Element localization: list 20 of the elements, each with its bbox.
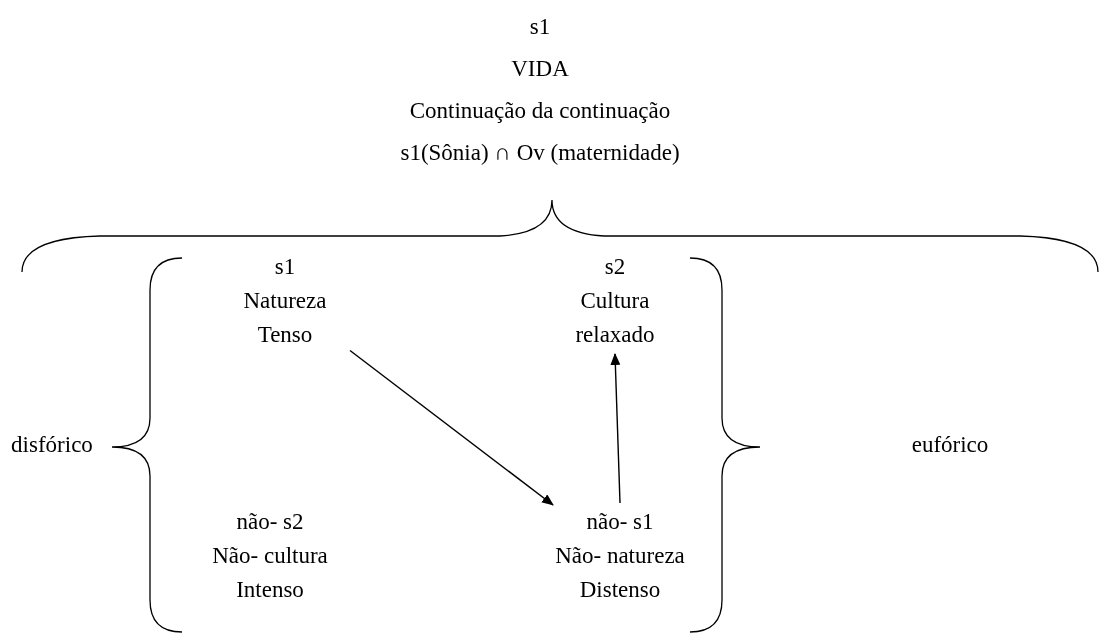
node-text: Natureza xyxy=(243,287,327,315)
node-text: VIDA xyxy=(511,55,569,83)
node-text: Tenso xyxy=(257,321,313,349)
node-text: Não- natureza xyxy=(555,542,685,570)
node-text: não- s2 xyxy=(236,508,304,536)
node-text: eufórico xyxy=(911,431,989,459)
node-text: Não- cultura xyxy=(212,542,328,570)
node-text: Distenso xyxy=(579,576,661,604)
node-text: s1(Sônia) ∩ Ov (maternidade) xyxy=(400,139,680,167)
node-text: não- s1 xyxy=(586,508,654,536)
arrow xyxy=(349,349,554,506)
node-text: relaxado xyxy=(575,321,655,349)
node-text: Continuação da continuação xyxy=(409,97,671,125)
node-text: Cultura xyxy=(580,287,650,315)
node-text: s2 xyxy=(604,253,626,281)
node-text: s1 xyxy=(274,253,296,281)
node-text: s1 xyxy=(529,13,551,41)
node-text: Intenso xyxy=(236,576,304,604)
node-text: disfórico xyxy=(11,431,93,459)
arrow xyxy=(610,353,621,504)
